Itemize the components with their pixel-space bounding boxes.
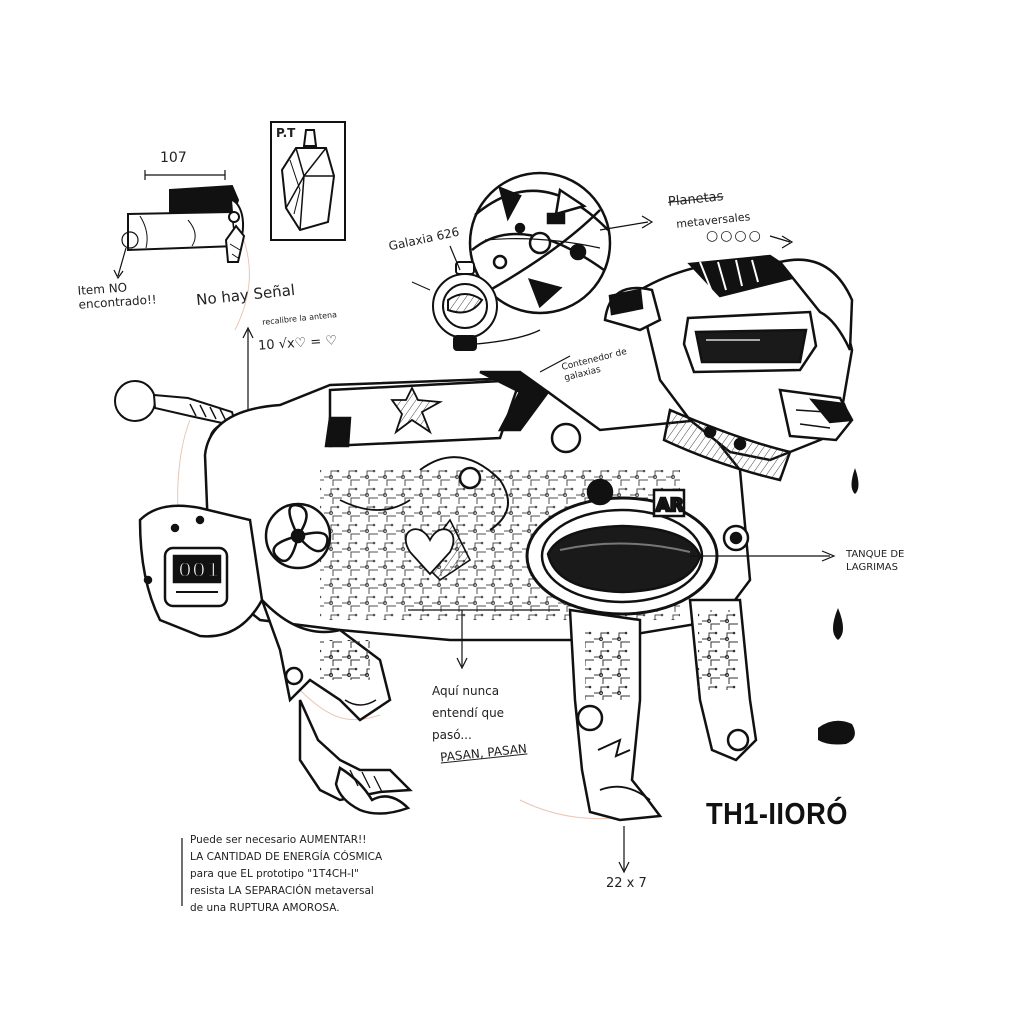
fan-icon [264,502,332,570]
small-galaxy-orb-icon [411,261,541,351]
tear-drop-icon [818,468,859,745]
pt-label: P.T [276,126,296,140]
front-legs [568,598,758,822]
collar-icon [113,170,246,280]
rear-leg [260,599,413,815]
heart-icon [404,528,455,576]
paragraph-line: para que EL prototipo "1T4CH-I" [190,868,359,880]
planet-sphere-icon [468,171,612,315]
star-emblem-icon [328,378,522,448]
robot-dog-body: AR [203,370,752,642]
hip-pod: 001 [138,502,332,638]
leader-lines [181,215,836,906]
paragraph-line: resista LA SEPARACIÓN metaversal [190,885,374,897]
never-understood-note: Aquí nunca entendí que pasó... [432,684,505,742]
chest-letters: AR [656,495,684,516]
dimensions-note: 22 x 7 [606,876,647,891]
robot-dog-head [603,254,854,482]
paragraph-line: LA CANTIDAD DE ENERGÍA CÓSMICA [190,851,383,863]
planet-dots-note: ○○○○ [706,228,763,244]
artwork-title: TH1-IIORÓ [706,796,848,831]
measure-top-label: 107 [160,150,187,166]
crystal-pendant-icon [270,121,346,241]
energy-paragraph: Puede ser necesario AUMENTAR!! LA CANTID… [190,832,382,917]
counter-display: 001 [178,558,220,582]
paragraph-line: Puede ser necesario AUMENTAR!! [190,834,367,846]
tear-tank-note: TANQUE DE LAGRIMAS [846,549,905,573]
paragraph-line: de una RUPTURA AMOROSA. [190,902,340,914]
